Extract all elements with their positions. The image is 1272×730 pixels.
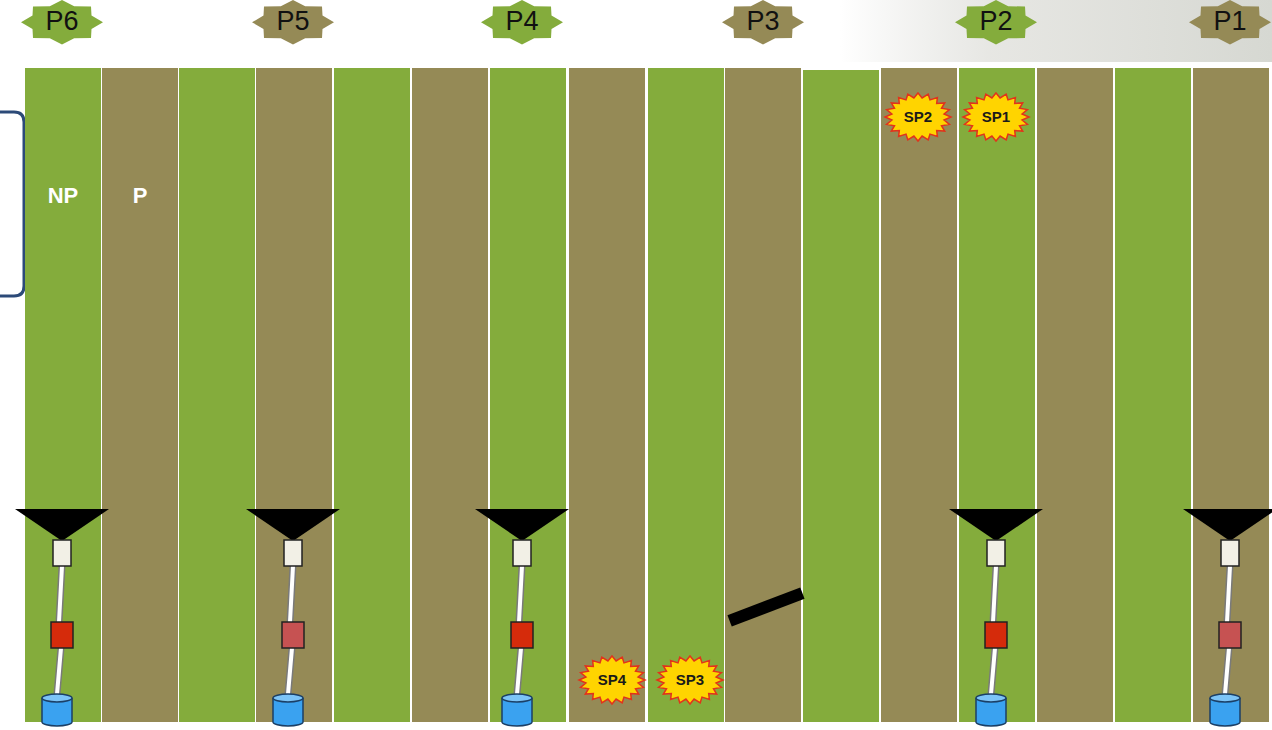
funnel <box>949 509 1043 541</box>
funnel <box>1183 509 1272 541</box>
strip-label-band: P <box>102 68 178 722</box>
sampler <box>1219 622 1241 648</box>
strip-label-band: NP <box>25 68 101 722</box>
plot-badge: P6 <box>21 0 103 44</box>
flume <box>1221 540 1239 566</box>
planted-strip <box>569 68 645 722</box>
star-outline <box>252 0 334 44</box>
planted-strip <box>1193 68 1269 722</box>
plot-badge: P1 <box>1189 0 1271 44</box>
node-label: P5 <box>276 7 309 37</box>
plot-strips <box>25 68 1269 722</box>
background-photo <box>840 0 1272 62</box>
sampling-point: SP3 <box>657 656 723 704</box>
node-label: SP3 <box>676 672 704 689</box>
plot-badge: P3 <box>722 0 804 44</box>
flume <box>53 540 71 566</box>
node-label: P2 <box>979 7 1012 37</box>
sampling-point: SP4 <box>579 656 645 704</box>
runoff-collector <box>1183 509 1272 726</box>
burst-outline <box>579 656 645 704</box>
barrier-bar <box>727 587 804 626</box>
non-planted-strip <box>803 70 879 722</box>
collectors <box>15 509 1272 726</box>
planted-strip <box>412 68 488 722</box>
star-outline <box>481 0 563 44</box>
node-label: P6 <box>45 7 78 37</box>
star-outline <box>21 0 103 44</box>
tank-lid <box>1210 694 1240 702</box>
runoff-collector <box>15 509 109 726</box>
planted-strip <box>1037 68 1113 722</box>
tank-lid <box>976 694 1006 702</box>
sampler <box>985 622 1007 648</box>
non-planted-strip <box>1115 68 1191 722</box>
star-outline <box>955 0 1037 44</box>
runoff-collector <box>475 509 569 726</box>
node-label: NP <box>48 184 79 208</box>
non-planted-strip <box>490 68 566 722</box>
sampling-point: SP2 <box>885 93 951 141</box>
sampler <box>511 622 533 648</box>
funnel <box>475 509 569 541</box>
plot-badge: P4 <box>481 0 563 44</box>
tank-lid <box>502 694 532 702</box>
sampler <box>282 622 304 648</box>
non-planted-strip <box>334 68 410 722</box>
runoff-collector <box>949 509 1043 726</box>
burst-outline <box>657 656 723 704</box>
node-label: P4 <box>505 7 538 37</box>
node-label: P <box>133 184 148 208</box>
non-planted-strip <box>648 68 724 722</box>
flume <box>513 540 531 566</box>
burst-outline <box>885 93 951 141</box>
tank-lid <box>42 694 72 702</box>
node-label: SP4 <box>598 672 626 689</box>
flume <box>284 540 302 566</box>
node-label: P1 <box>1213 7 1246 37</box>
funnel <box>246 509 340 541</box>
planted-strip <box>102 68 178 722</box>
star-outline <box>722 0 804 44</box>
funnel <box>15 509 109 541</box>
tank-lid <box>273 694 303 702</box>
flume <box>987 540 1005 566</box>
sampler <box>51 622 73 648</box>
runoff-collector <box>246 509 340 726</box>
planted-strip <box>881 68 957 722</box>
node-label: SP2 <box>904 109 932 126</box>
star-outline <box>1189 0 1271 44</box>
plot-badge: P2 <box>955 0 1037 44</box>
non-planted-strip <box>179 68 255 722</box>
planted-strip <box>256 68 332 722</box>
non-planted-strip <box>959 68 1035 722</box>
burst-outline <box>963 93 1029 141</box>
sampling-point: SP1 <box>963 93 1029 141</box>
node-label: SP1 <box>982 109 1010 126</box>
non-planted-strip <box>25 68 101 722</box>
side-panel <box>0 112 24 296</box>
plot-badge: P5 <box>252 0 334 44</box>
node-label: P3 <box>746 7 779 37</box>
